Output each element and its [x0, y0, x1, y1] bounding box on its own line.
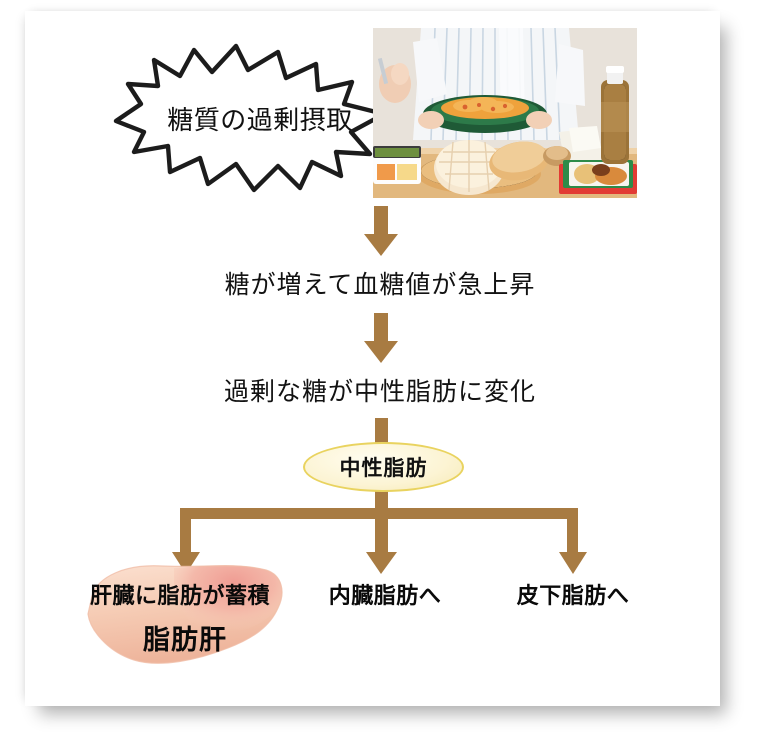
node-triglyceride: 中性脂肪: [303, 442, 464, 492]
arrow-node-split: [172, 488, 587, 574]
flow-step-spike: 糖が増えて血糖値が急上昇: [224, 271, 536, 299]
outcome-label-fatty-liver: 脂肪肝: [143, 625, 227, 655]
callout-label: 糖質の過剰摂取: [167, 104, 353, 135]
arrow-photo-to-spike: [364, 206, 398, 256]
liver-illustration: [87, 565, 283, 664]
branch-label-liver: 肝臓に脂肪が蓄積: [89, 583, 270, 608]
photo-illustration: [373, 28, 637, 198]
carbohydrate-meal-photo: [373, 28, 637, 198]
arrow-spike-to-convert: [364, 313, 398, 363]
branch-label-subcutaneous: 皮下脂肪へ: [516, 583, 630, 608]
flow-step-convert: 過剰な糖が中性脂肪に変化: [223, 378, 536, 406]
branch-label-visceral: 内臓脂肪へ: [328, 583, 442, 608]
arrow-convert-to-node: [375, 418, 388, 446]
